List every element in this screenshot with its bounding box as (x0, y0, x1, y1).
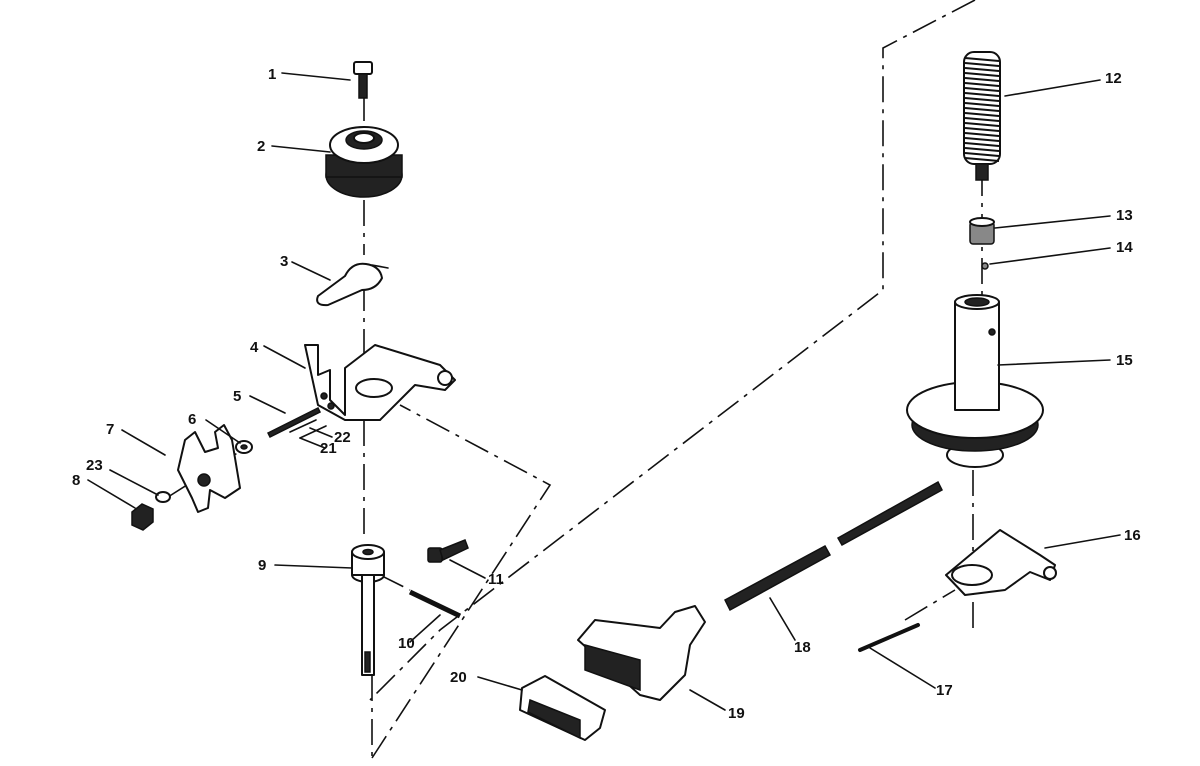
spring-coil (964, 107, 1000, 112)
part-18-belt (724, 480, 943, 612)
callout-12: 12 (1105, 70, 1122, 87)
callout-1: 1 (268, 66, 276, 83)
part-2-gear (325, 126, 403, 198)
callout-labels: 1 2 3 4 5 6 7 8 9 10 11 12 13 14 15 16 1… (72, 66, 1141, 722)
spring-coil (964, 87, 1000, 92)
callout-10: 10 (398, 635, 415, 652)
part-6-washer (235, 440, 253, 454)
part-7-plate (177, 424, 241, 513)
callout-5: 5 (233, 388, 241, 405)
part-22-spring (299, 425, 327, 439)
spring-coil (964, 142, 1000, 147)
part-20-block (519, 675, 606, 741)
leader-lines (87, 72, 1121, 711)
spring-coil (964, 72, 1000, 77)
part-21-pin (289, 419, 317, 433)
spring-coil (964, 82, 1000, 87)
part-12-spring (963, 51, 1001, 181)
part-13-coupling (969, 217, 995, 245)
part-8-nut (131, 503, 154, 531)
spring-coil (964, 77, 1000, 82)
part-5-pin (266, 406, 322, 439)
callout-8: 8 (72, 472, 80, 489)
spring-coil (964, 127, 1000, 132)
callout-16: 16 (1124, 527, 1141, 544)
callout-17: 17 (936, 682, 953, 699)
part-14-ball (981, 262, 989, 270)
part-1-screw (353, 61, 373, 99)
callout-9: 9 (258, 557, 266, 574)
spring-coil (964, 137, 1000, 142)
callout-2: 2 (257, 138, 265, 155)
callout-6: 6 (188, 411, 196, 428)
spring-coil (964, 92, 1000, 97)
callout-4: 4 (250, 339, 259, 356)
part-4-bracket (304, 344, 456, 421)
spring-coil (964, 57, 1000, 62)
spring-coil (964, 67, 1000, 72)
callout-23: 23 (86, 457, 103, 474)
callout-7: 7 (106, 421, 114, 438)
center-lines (167, 0, 983, 759)
spring-coil (964, 102, 1000, 107)
part-23-washer (155, 491, 171, 503)
spring-coil (964, 112, 1000, 117)
part-17-rod (858, 623, 920, 652)
callout-15: 15 (1116, 352, 1133, 369)
callout-14: 14 (1116, 239, 1133, 256)
part-15-pulley (906, 294, 1044, 468)
spring-coil (964, 157, 1000, 162)
callout-21: 21 (320, 440, 337, 457)
callout-18: 18 (794, 639, 811, 656)
part-10-rod (408, 589, 462, 619)
callout-19: 19 (728, 705, 745, 722)
callout-22: 22 (334, 429, 351, 446)
part-16-bracket (945, 529, 1057, 596)
part-11-bolt (427, 539, 469, 563)
callout-13: 13 (1116, 207, 1133, 224)
spring-coil (964, 62, 1000, 67)
spring-coil (964, 117, 1000, 122)
callout-3: 3 (280, 253, 288, 270)
part-19-handle (577, 605, 706, 701)
spring-coil (964, 122, 1000, 127)
callout-11: 11 (488, 571, 504, 588)
spring-coil (964, 152, 1000, 157)
part-3-clip (316, 262, 389, 307)
part-9-shaft (351, 544, 385, 676)
spring-coil (964, 147, 1000, 152)
spring-coil (964, 97, 1000, 102)
callout-20: 20 (450, 669, 467, 686)
spring-coil (964, 132, 1000, 137)
